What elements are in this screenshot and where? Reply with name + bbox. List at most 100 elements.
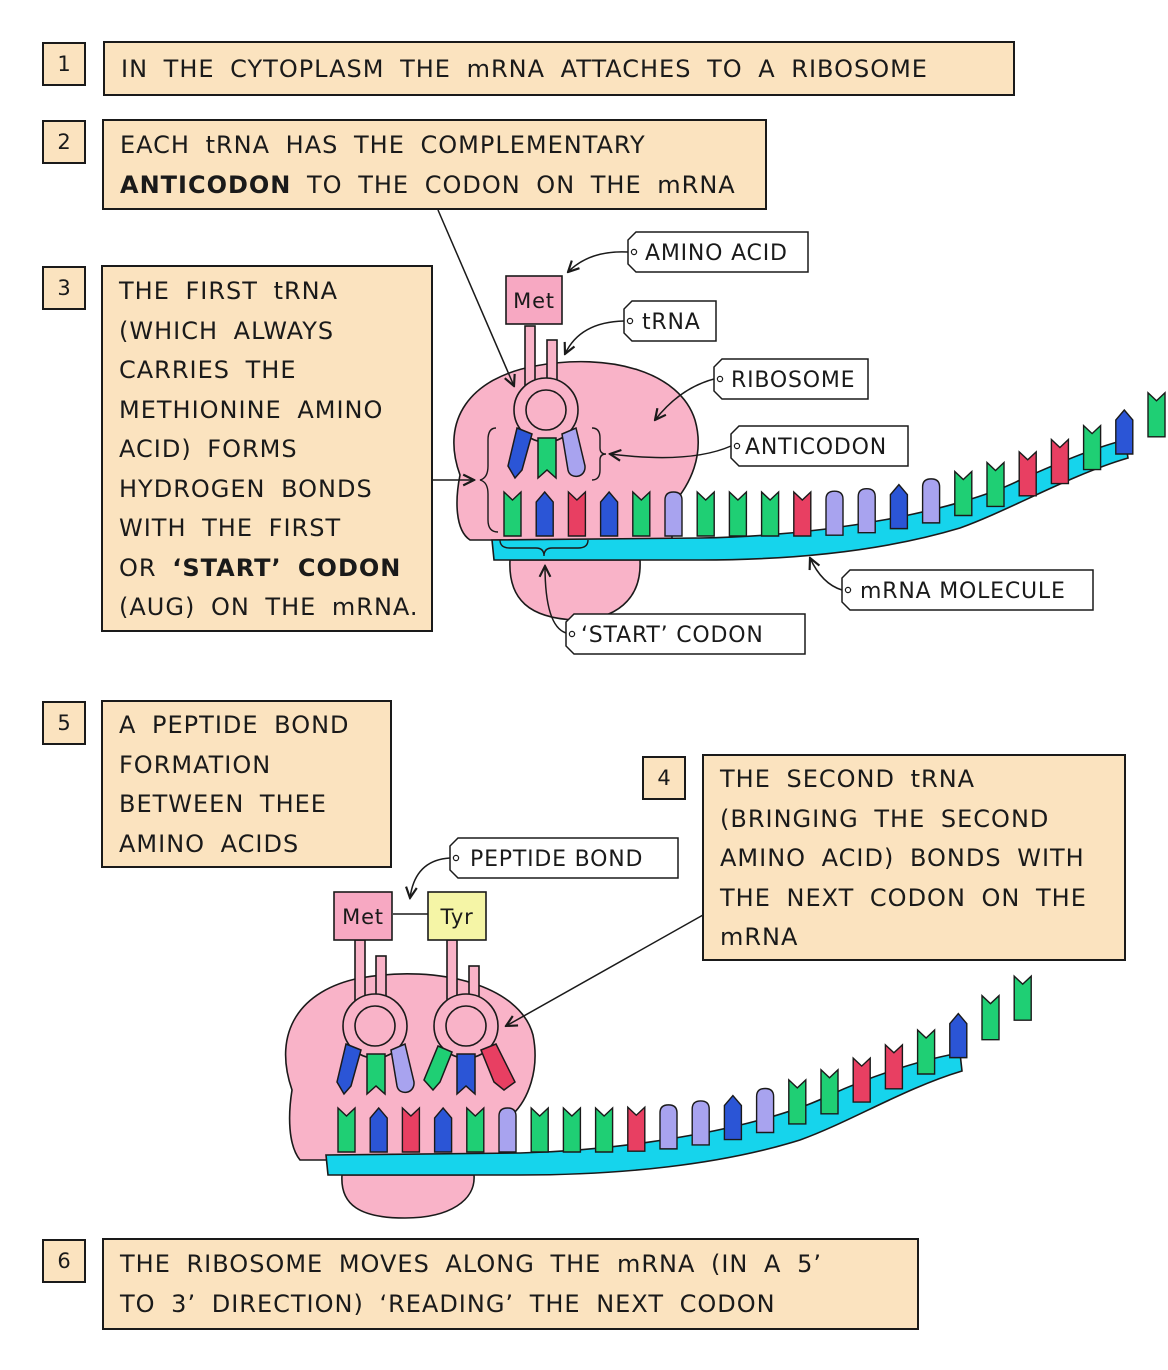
step-2-line-1: EACH tRNA HAS THE COMPLEMENTARY	[120, 131, 646, 159]
mrna-base	[530, 1106, 549, 1153]
leader-start-codon	[545, 566, 567, 634]
step-2-line-2: ANTICODON TO THE CODON ON THE mRNA	[120, 166, 765, 206]
step-4-line-2: (BRINGING THE SECOND	[720, 804, 1050, 833]
step-3-line-9: (AUG) ON THE mRNA.	[119, 593, 419, 621]
leader-trna	[565, 320, 625, 354]
mrna-base	[632, 490, 651, 537]
mrna-base	[884, 1043, 904, 1090]
step-4-box: THE SECOND tRNA (BRINGING THE SECOND AMI…	[702, 754, 1126, 961]
mrna-base	[916, 1028, 936, 1075]
mrna-base	[954, 469, 973, 517]
mrna-base	[755, 1087, 775, 1134]
step-3-box: THE FIRST tRNA (WHICH ALWAYS CARRIES THE…	[101, 265, 433, 632]
step-3-line-5: ACID) FORMS	[119, 435, 298, 463]
tag-start-codon: ‘START’ CODON	[565, 613, 806, 655]
step-6-number: 6	[42, 1239, 86, 1283]
leader-ribosome	[655, 378, 715, 420]
step-3-line-6: HYDROGEN BONDS	[119, 474, 373, 503]
label-mrna-molecule: mRNA MOLECULE	[860, 579, 1066, 604]
mrna-bases-top	[503, 391, 1166, 537]
label-ribosome: RIBOSOME	[731, 368, 855, 393]
step-3-line-3: CARRIES THE	[119, 356, 297, 384]
mrna-base	[337, 1106, 356, 1153]
step-2-line-2-rest: TO THE CODON ON THE mRNA	[291, 170, 736, 199]
step-5-box: A PEPTIDE BOND FORMATION BETWEEN THEE AM…	[101, 700, 392, 868]
step-3-line-8: OR ‘START’ CODON	[119, 549, 431, 589]
step-1-text: IN THE CYTOPLASM THE mRNA ATTACHES TO A …	[121, 55, 928, 83]
mrna-base	[1115, 408, 1134, 455]
step-3-bold-start-codon: ‘START’ CODON	[172, 553, 402, 582]
mrna-base	[664, 491, 683, 537]
step-6-box: THE RIBOSOME MOVES ALONG THE mRNA (IN A …	[102, 1238, 919, 1330]
step-5-line-2: FORMATION	[119, 750, 272, 779]
anticodon-base-blue	[507, 426, 533, 480]
tag-ribosome: RIBOSOME	[713, 358, 869, 400]
leader-step4	[506, 914, 704, 1026]
tag-mrna-molecule: mRNA MOLECULE	[841, 569, 1094, 611]
mrna-base	[503, 490, 522, 537]
trna-tyr-bottom	[423, 939, 516, 1096]
mrna-base	[723, 1094, 743, 1141]
step-4-line-4: THE NEXT CODON ON THE	[720, 883, 1087, 912]
mrna-base	[433, 1106, 453, 1153]
anticodon-base-green	[537, 437, 557, 480]
trna-met-bottom	[336, 939, 415, 1096]
amino-acid-met-top	[505, 275, 563, 325]
step-5-number: 5	[42, 701, 86, 745]
leader-peptide-bond	[410, 857, 451, 898]
step-6-line-2: TO 3’ DIRECTION) ‘READING’ THE NEXT CODO…	[120, 1289, 776, 1318]
mrna-base	[599, 490, 619, 537]
trna-first	[507, 325, 586, 480]
tag-peptide-bond: PEPTIDE BOND	[449, 837, 679, 879]
step-1-box: IN THE CYTOPLASM THE mRNA ATTACHES TO A …	[103, 41, 1015, 96]
mrna-base	[567, 490, 587, 537]
step-3-line-8-pre: OR	[119, 553, 173, 582]
step-4-line-1: THE SECOND tRNA	[720, 765, 976, 793]
mrna-base	[857, 488, 876, 534]
mrna-base	[986, 460, 1005, 508]
mrna-base	[889, 483, 909, 530]
label-trna: tRNA	[642, 310, 701, 335]
label-amino-acid: AMINO ACID	[645, 241, 788, 266]
step-1-number: 1	[42, 42, 86, 86]
mrna-base	[921, 478, 941, 524]
step-5-line-1: A PEPTIDE BOND	[119, 711, 350, 739]
mrna-base	[825, 490, 844, 536]
met-label-bottom: Met	[342, 905, 384, 929]
mrna-base	[1147, 391, 1166, 438]
step-3-line-2: (WHICH ALWAYS	[119, 316, 335, 345]
mrna-base	[696, 490, 715, 537]
mrna-base	[793, 490, 812, 537]
bottom-diagram: Met Tyr PEPTIDE BOND	[284, 837, 1032, 1219]
step-3-line-1: THE FIRST tRNA	[119, 277, 339, 305]
tag-amino-acid: AMINO ACID	[627, 231, 809, 273]
leader-mrna	[810, 558, 843, 591]
mrna-bases-bottom	[337, 974, 1032, 1153]
step-3-line-7: WITH THE FIRST	[119, 514, 342, 542]
mrna-base	[981, 994, 1000, 1041]
mrna-base	[1050, 437, 1070, 485]
step-3-line-4: METHIONINE AMINO	[119, 395, 384, 424]
mrna-base	[627, 1105, 646, 1152]
tyr-label-bottom: Tyr	[439, 905, 473, 929]
step-2-bold-anticodon: ANTICODON	[120, 170, 292, 199]
ribosome-small-subunit-bottom	[341, 1174, 475, 1219]
mrna-base	[659, 1104, 678, 1150]
mrna-base	[401, 1106, 421, 1153]
leader-anticodon	[610, 445, 732, 458]
mrna-base	[466, 1106, 485, 1153]
mrna-base	[535, 490, 554, 537]
amino-acid-tyr-bottom	[427, 891, 487, 941]
step-6-line-1: THE RIBOSOME MOVES ALONG THE mRNA (IN A …	[120, 1250, 822, 1278]
anticodon-bracket	[591, 427, 607, 481]
mrna-base	[369, 1106, 388, 1153]
leader-amino-acid	[568, 251, 629, 272]
mrna-base	[1018, 450, 1037, 497]
mrna-base	[760, 490, 780, 537]
mrna-base	[852, 1056, 871, 1103]
trna-loop-inner	[525, 389, 567, 431]
tag-trna: tRNA	[623, 300, 717, 342]
mrna-base	[1082, 423, 1102, 471]
mrna-base	[691, 1100, 710, 1146]
